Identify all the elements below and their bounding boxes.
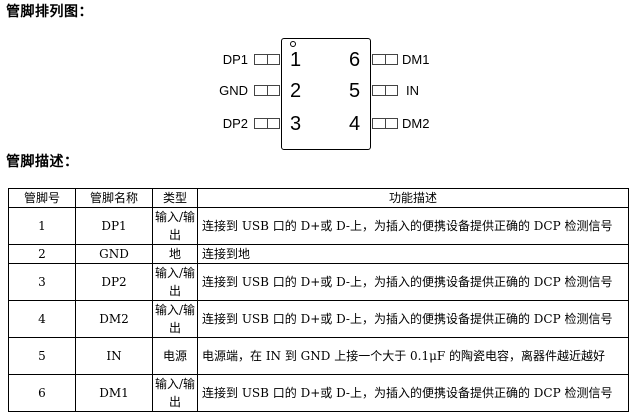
cell-pin: 5 [8, 337, 76, 375]
header-type: 类型 [152, 188, 198, 208]
pin-label-left: DP2 [222, 116, 248, 131]
cell-type: 输入/输出 [152, 207, 198, 245]
pin-number: 4 [349, 113, 361, 135]
pin-label-right: IN [406, 83, 419, 98]
pin-arrangement-heading: 管脚排列图： [6, 4, 93, 20]
cell-pin: 4 [8, 300, 76, 338]
ic-package-outline [281, 38, 371, 150]
cell-type: 地 [152, 244, 198, 264]
cell-type: 输入/输出 [152, 263, 198, 301]
cell-name: DM2 [75, 300, 153, 338]
pin-number: 1 [290, 49, 302, 71]
cell-description: 连接到地 [197, 244, 629, 264]
header-function: 功能描述 [197, 188, 629, 208]
pin-label-right: DM1 [402, 52, 430, 67]
pin-pad-icon [254, 54, 280, 65]
pin-label-left: DP1 [222, 52, 248, 67]
cell-type: 输入/输出 [152, 300, 198, 338]
pin-pad-icon [372, 118, 398, 129]
pin-label-right: DM2 [402, 116, 430, 131]
cell-description: 连接到 USB 口的 D+或 D-上，为插入的便携设备提供正确的 DCP 检测信… [197, 263, 629, 301]
cell-description: 连接到 USB 口的 D+或 D-上，为插入的便携设备提供正确的 DCP 检测信… [197, 374, 629, 412]
cell-type: 输入/输出 [152, 374, 198, 412]
pin-number: 6 [349, 49, 361, 71]
cell-pin: 1 [8, 207, 76, 245]
pin-pad-icon [254, 85, 280, 96]
pin-description-heading: 管脚描述： [6, 154, 79, 170]
pin-number: 2 [290, 80, 302, 102]
pin-number: 5 [349, 80, 361, 102]
table-header-row: 管脚号 管脚名称 类型 功能描述 [8, 188, 629, 208]
cell-name: IN [75, 337, 153, 375]
cell-name: GND [75, 244, 153, 264]
pin-number: 3 [290, 113, 302, 135]
pin1-marker-icon [290, 41, 296, 47]
cell-type: 电源 [152, 337, 198, 375]
pin-pad-icon [254, 118, 280, 129]
cell-pin: 3 [8, 263, 76, 301]
cell-pin: 6 [8, 374, 76, 412]
table-row: 6 DM1 输入/输出 连接到 USB 口的 D+或 D-上，为插入的便携设备提… [8, 374, 629, 412]
cell-description: 连接到 USB 口的 D+或 D-上，为插入的便携设备提供正确的 DCP 检测信… [197, 207, 629, 245]
table-row: 3 DP2 输入/输出 连接到 USB 口的 D+或 D-上，为插入的便携设备提… [8, 263, 629, 301]
cell-name: DM1 [75, 374, 153, 412]
table-row: 2 GND 地 连接到地 [8, 244, 629, 264]
pin-label-left: GND [219, 83, 248, 98]
header-pin-name: 管脚名称 [75, 188, 153, 208]
pin-pad-icon [372, 85, 398, 96]
cell-pin: 2 [8, 244, 76, 264]
cell-description: 电源端，在 IN 到 GND 上接一个大于 0.1μF 的陶瓷电容，离器件越近越… [197, 337, 629, 375]
table-row: 5 IN 电源 电源端，在 IN 到 GND 上接一个大于 0.1μF 的陶瓷电… [8, 337, 629, 375]
pin-description-table: 管脚号 管脚名称 类型 功能描述 1 DP1 输入/输出 连接到 USB 口的 … [8, 188, 629, 412]
cell-name: DP1 [75, 207, 153, 245]
pin-pad-icon [372, 54, 398, 65]
cell-description: 连接到 USB 口的 D+或 D-上，为插入的便携设备提供正确的 DCP 检测信… [197, 300, 629, 338]
cell-name: DP2 [75, 263, 153, 301]
header-pin-number: 管脚号 [8, 188, 76, 208]
table-row: 1 DP1 输入/输出 连接到 USB 口的 D+或 D-上，为插入的便携设备提… [8, 207, 629, 245]
table-row: 4 DM2 输入/输出 连接到 USB 口的 D+或 D-上，为插入的便携设备提… [8, 300, 629, 338]
